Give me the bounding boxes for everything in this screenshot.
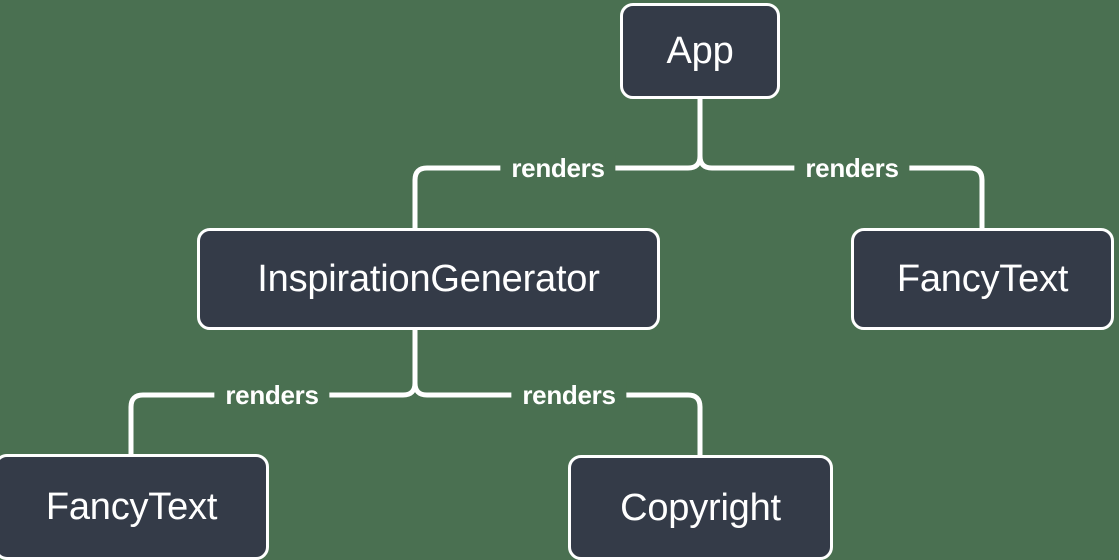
node-label: FancyText xyxy=(896,258,1069,300)
node-label: App xyxy=(666,30,734,72)
edge-label-inspiration-to-fancytext-bottom-left: renders xyxy=(214,382,330,408)
node-inspiration-generator[interactable]: InspirationGenerator xyxy=(197,228,660,330)
edge-label-app-to-inspiration-generator: renders xyxy=(500,155,616,181)
node-label: FancyText xyxy=(45,486,218,528)
node-label: InspirationGenerator xyxy=(257,258,600,300)
node-copyright[interactable]: Copyright xyxy=(568,455,833,560)
node-app[interactable]: App xyxy=(620,3,780,99)
node-label: Copyright xyxy=(620,486,781,529)
node-fancytext-bottom-left[interactable]: FancyText xyxy=(0,454,269,560)
edge-label-inspiration-to-copyright: renders xyxy=(511,382,627,408)
node-fancytext-right[interactable]: FancyText xyxy=(851,228,1114,330)
edge-label-app-to-fancytext-right: renders xyxy=(794,155,910,181)
